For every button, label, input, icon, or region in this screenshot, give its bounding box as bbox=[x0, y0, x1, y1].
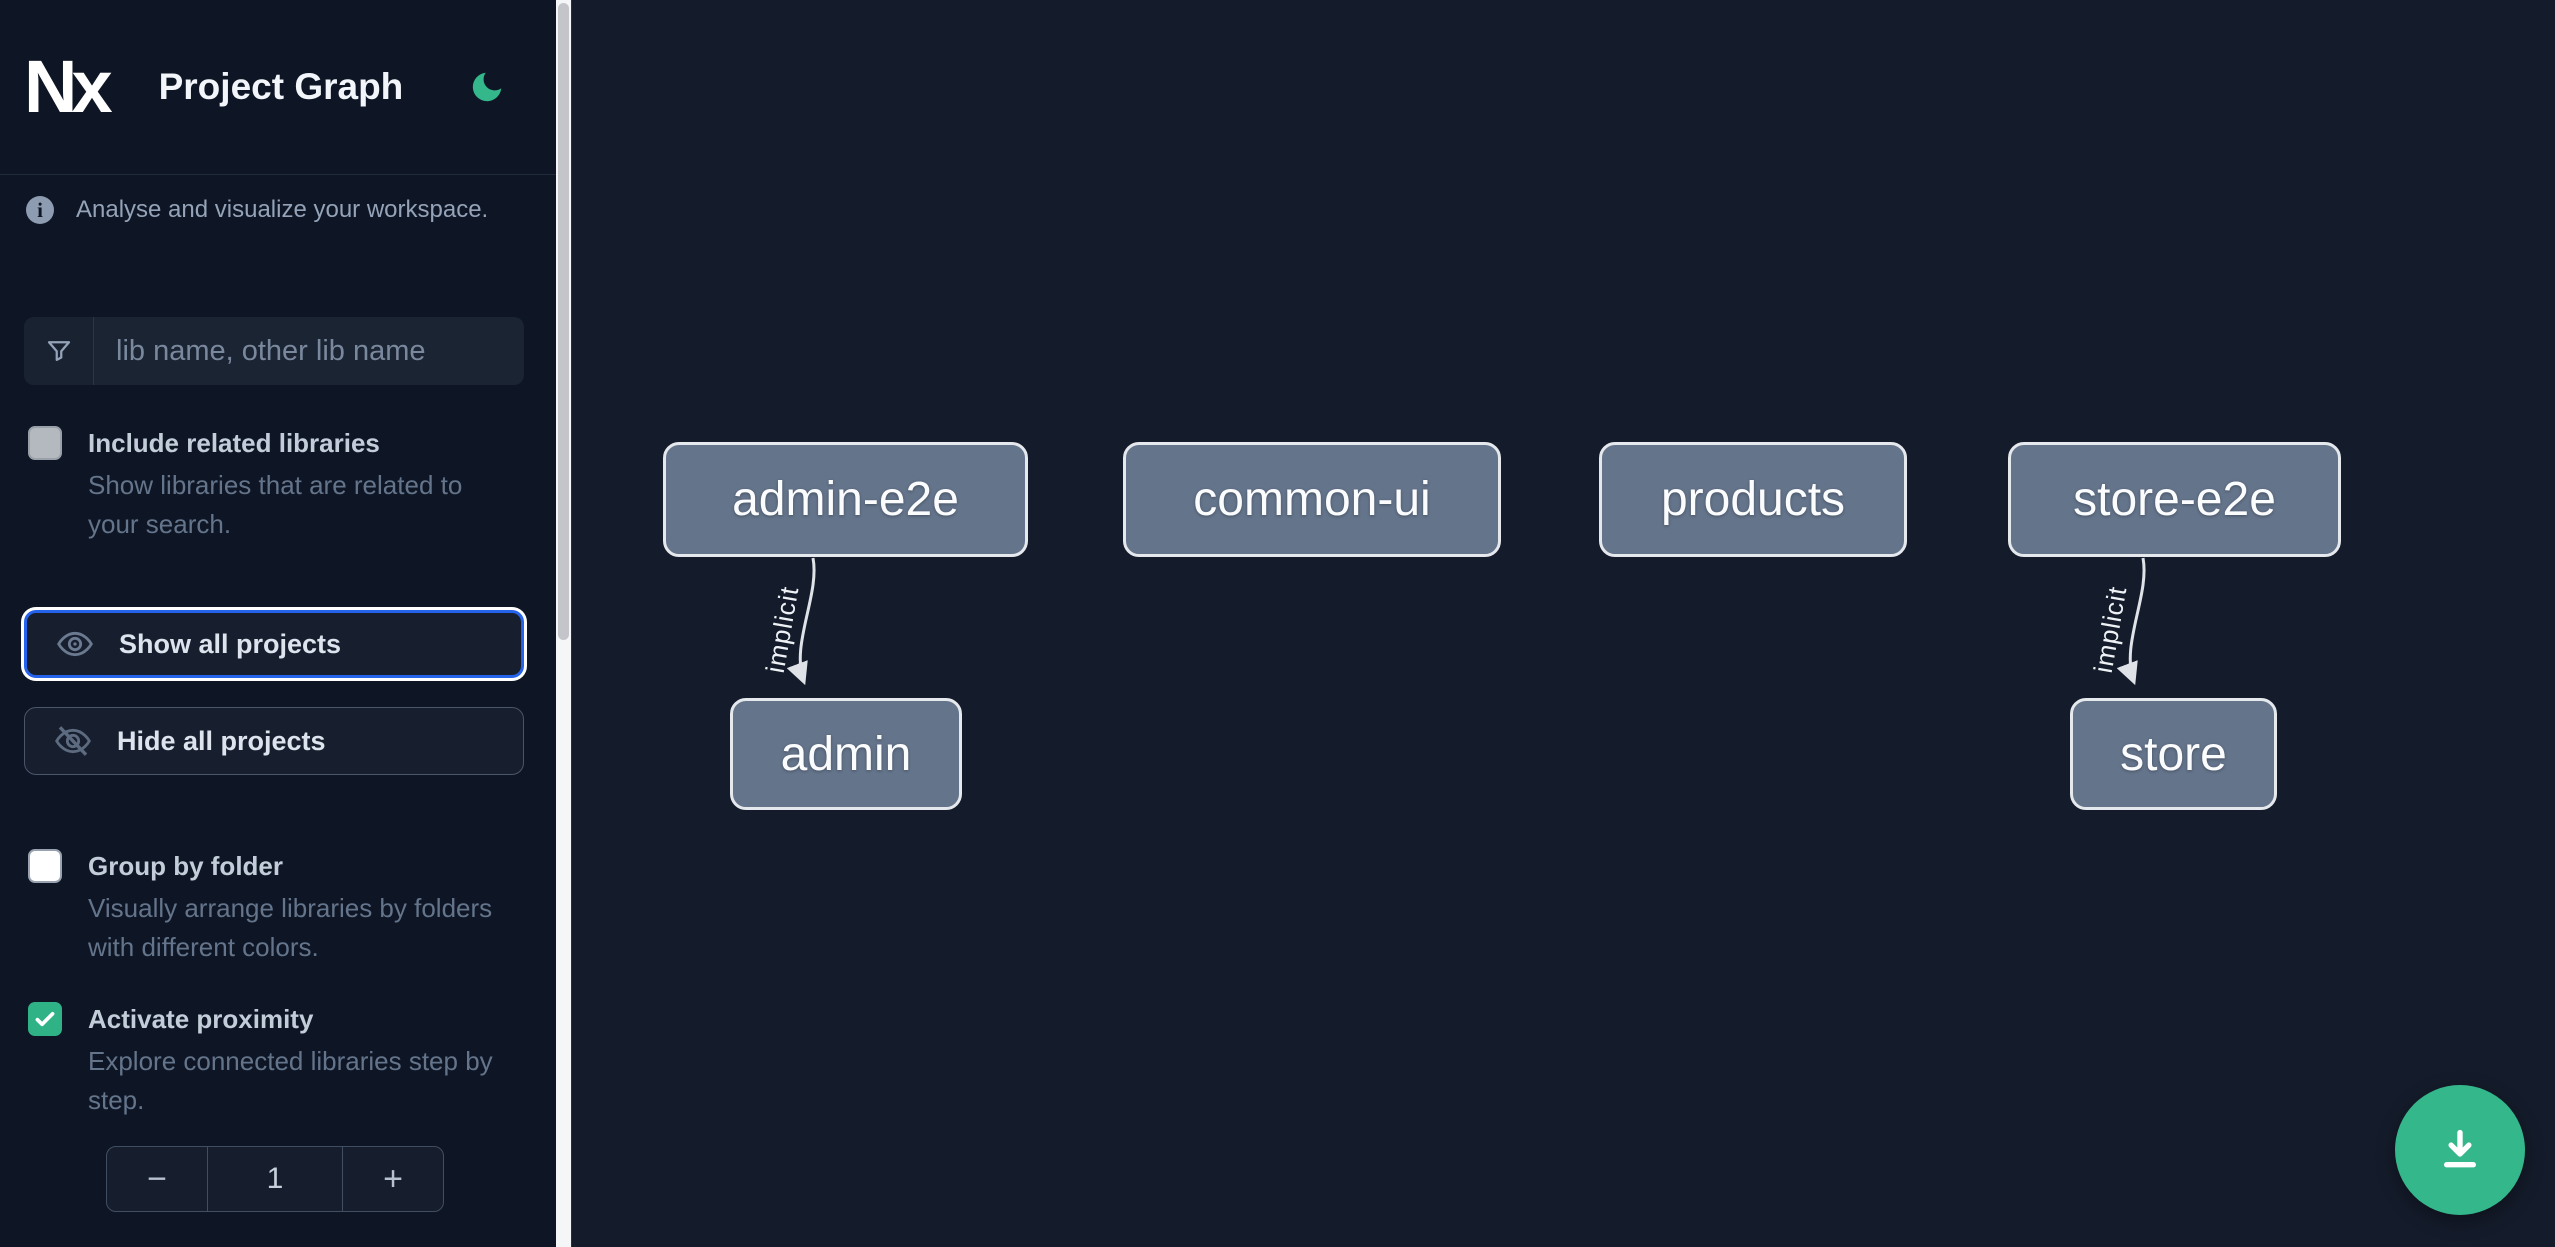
nx-logo: Nx bbox=[24, 45, 113, 128]
option-texts: Group by folder Visually arrange librari… bbox=[88, 847, 524, 967]
graph-node-products[interactable]: products bbox=[1599, 442, 1907, 557]
option-texts: Include related libraries Show libraries… bbox=[88, 424, 524, 544]
sidebar-scrollbar-thumb[interactable] bbox=[558, 3, 569, 640]
edge-store-e2e-to-store bbox=[2116, 557, 2146, 686]
info-icon: i bbox=[26, 196, 54, 224]
library-search-input[interactable] bbox=[94, 317, 524, 385]
filter-funnel-icon bbox=[24, 317, 94, 385]
sidebar-header: Nx Project Graph bbox=[0, 0, 556, 175]
group-by-folder-checkbox[interactable] bbox=[28, 849, 62, 883]
option-description: Visually arrange libraries by folders wi… bbox=[88, 893, 493, 962]
group-by-folder-option[interactable]: Group by folder Visually arrange librari… bbox=[28, 847, 524, 967]
option-texts: Activate proximity Explore connected lib… bbox=[88, 1000, 524, 1120]
hide-all-projects-label: Hide all projects bbox=[117, 725, 326, 756]
download-graph-button[interactable] bbox=[2395, 1085, 2525, 1215]
hide-all-projects-button[interactable]: Hide all projects bbox=[24, 707, 524, 775]
workspace-info-row: i Analyse and visualize your workspace. bbox=[26, 196, 488, 224]
increment-button[interactable]: + bbox=[343, 1147, 443, 1211]
activate-proximity-checkbox[interactable] bbox=[28, 1002, 62, 1036]
show-all-projects-label: Show all projects bbox=[119, 628, 342, 659]
option-label: Activate proximity bbox=[88, 1004, 314, 1034]
show-all-projects-button[interactable]: Show all projects bbox=[24, 610, 524, 678]
eye-icon bbox=[55, 624, 95, 664]
theme-toggle-button[interactable] bbox=[468, 68, 506, 106]
eye-off-icon bbox=[53, 721, 93, 761]
graph-node-store[interactable]: store bbox=[2070, 698, 2277, 810]
edge-admin-e2e-to-admin bbox=[786, 557, 816, 686]
sidebar: Nx Project Graph i Analyse and visualize… bbox=[0, 0, 556, 1247]
option-label: Group by folder bbox=[88, 851, 283, 881]
option-label: Include related libraries bbox=[88, 428, 380, 458]
option-description: Explore connected libraries step by step… bbox=[88, 1046, 493, 1115]
graph-node-admin[interactable]: admin bbox=[730, 698, 962, 810]
graph-node-admin-e2e[interactable]: admin-e2e bbox=[663, 442, 1028, 557]
graph-node-common-ui[interactable]: common-ui bbox=[1123, 442, 1501, 557]
sidebar-scrollbar[interactable] bbox=[556, 0, 571, 1247]
decrement-button[interactable]: − bbox=[107, 1147, 207, 1211]
project-graph-canvas[interactable]: implicit implicit admin-e2e common-ui pr… bbox=[571, 0, 2555, 1247]
graph-node-store-e2e[interactable]: store-e2e bbox=[2008, 442, 2341, 557]
edge-label: implicit bbox=[2088, 584, 2133, 675]
checkmark-icon bbox=[32, 1006, 58, 1032]
page-title: Project Graph bbox=[158, 66, 404, 107]
include-related-option[interactable]: Include related libraries Show libraries… bbox=[28, 424, 524, 544]
proximity-depth-value[interactable]: 1 bbox=[207, 1147, 343, 1211]
include-related-checkbox[interactable] bbox=[28, 426, 62, 460]
edge-label: implicit bbox=[760, 584, 805, 675]
option-description: Show libraries that are related to your … bbox=[88, 470, 463, 539]
download-icon bbox=[2432, 1122, 2488, 1178]
graph-edges-layer: implicit implicit bbox=[760, 557, 2146, 686]
activate-proximity-option[interactable]: Activate proximity Explore connected lib… bbox=[28, 1000, 524, 1120]
workspace-info-text: Analyse and visualize your workspace. bbox=[76, 196, 489, 223]
proximity-depth-stepper: − 1 + bbox=[106, 1146, 444, 1212]
moon-icon bbox=[468, 72, 506, 109]
library-filter-box bbox=[24, 317, 524, 385]
